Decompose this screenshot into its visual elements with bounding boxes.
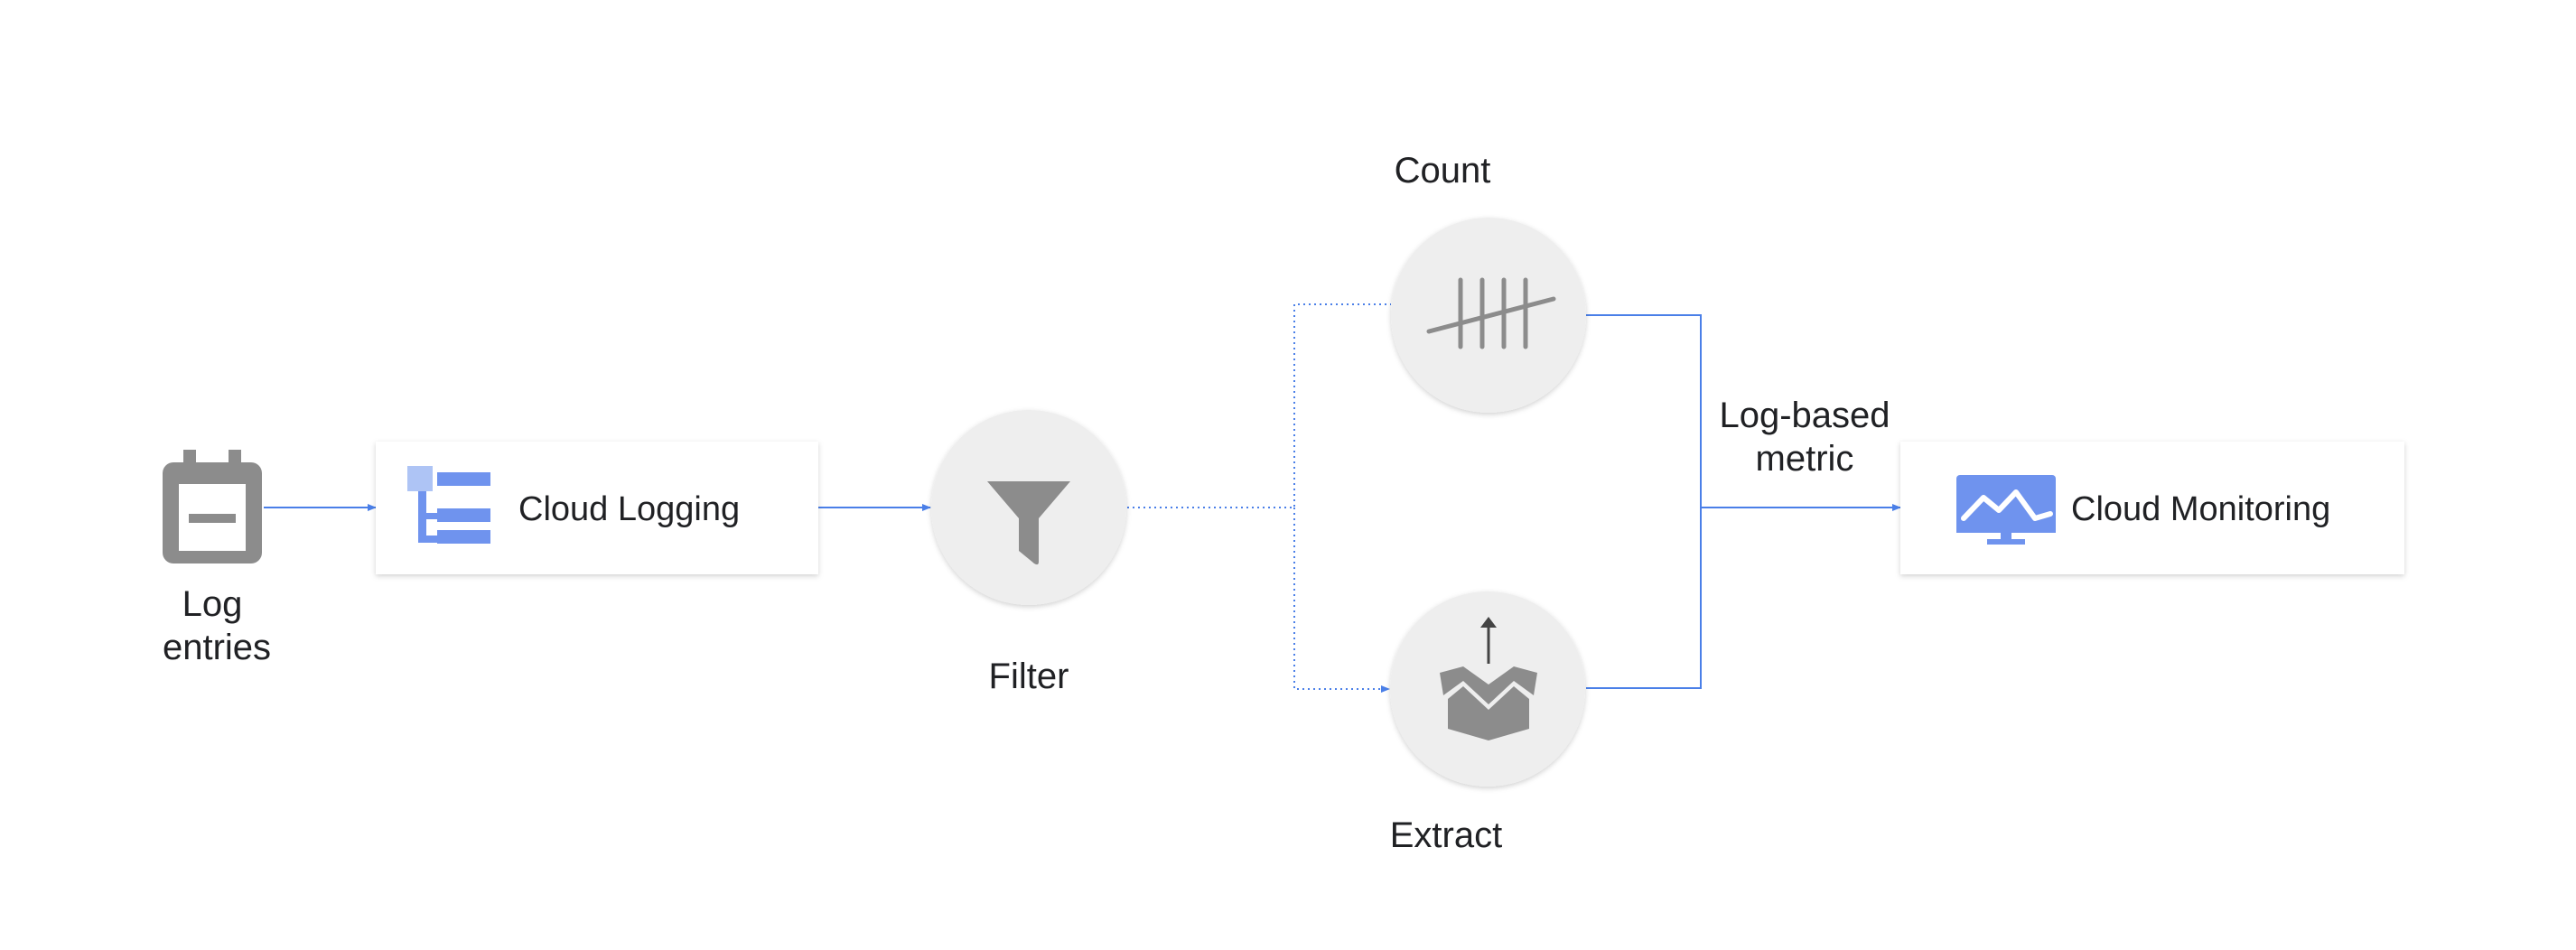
connector-count-to-metric (1586, 314, 1702, 689)
connector-filter-to-count (1127, 303, 1391, 508)
log-based-metric-label-line1: Log-based (1719, 396, 1890, 435)
cloud-logging-icon (407, 466, 490, 544)
open-box-icon (1440, 617, 1537, 740)
connectors (264, 303, 1901, 693)
node-count: Count (1391, 151, 1586, 413)
node-cloud-monitoring[interactable]: Cloud Monitoring (1900, 442, 2404, 574)
monitor-chart-icon (1956, 475, 2056, 545)
log-based-metric-label-line2: metric (1756, 439, 1854, 479)
connector-filter-to-extract (1293, 508, 1390, 693)
node-cloud-logging[interactable]: Cloud Logging (376, 442, 818, 574)
log-entries-label-line1: Log (182, 584, 243, 624)
count-label: Count (1395, 151, 1491, 191)
filter-label: Filter (989, 657, 1069, 696)
tally-marks-icon (1426, 277, 1556, 349)
log-entries-label-line2: entries (163, 628, 271, 667)
funnel-icon (987, 481, 1070, 565)
cloud-monitoring-label: Cloud Monitoring (2071, 490, 2330, 528)
node-log-entries: Log entries (163, 450, 271, 667)
node-extract: Extract (1390, 591, 1585, 855)
calendar-icon (163, 450, 262, 563)
node-log-based-metric: Log-based metric (1719, 396, 1890, 479)
node-filter: Filter (931, 410, 1126, 696)
cloud-logging-label: Cloud Logging (518, 490, 740, 528)
extract-label: Extract (1390, 815, 1502, 855)
cloud-logging-card[interactable] (376, 442, 818, 574)
